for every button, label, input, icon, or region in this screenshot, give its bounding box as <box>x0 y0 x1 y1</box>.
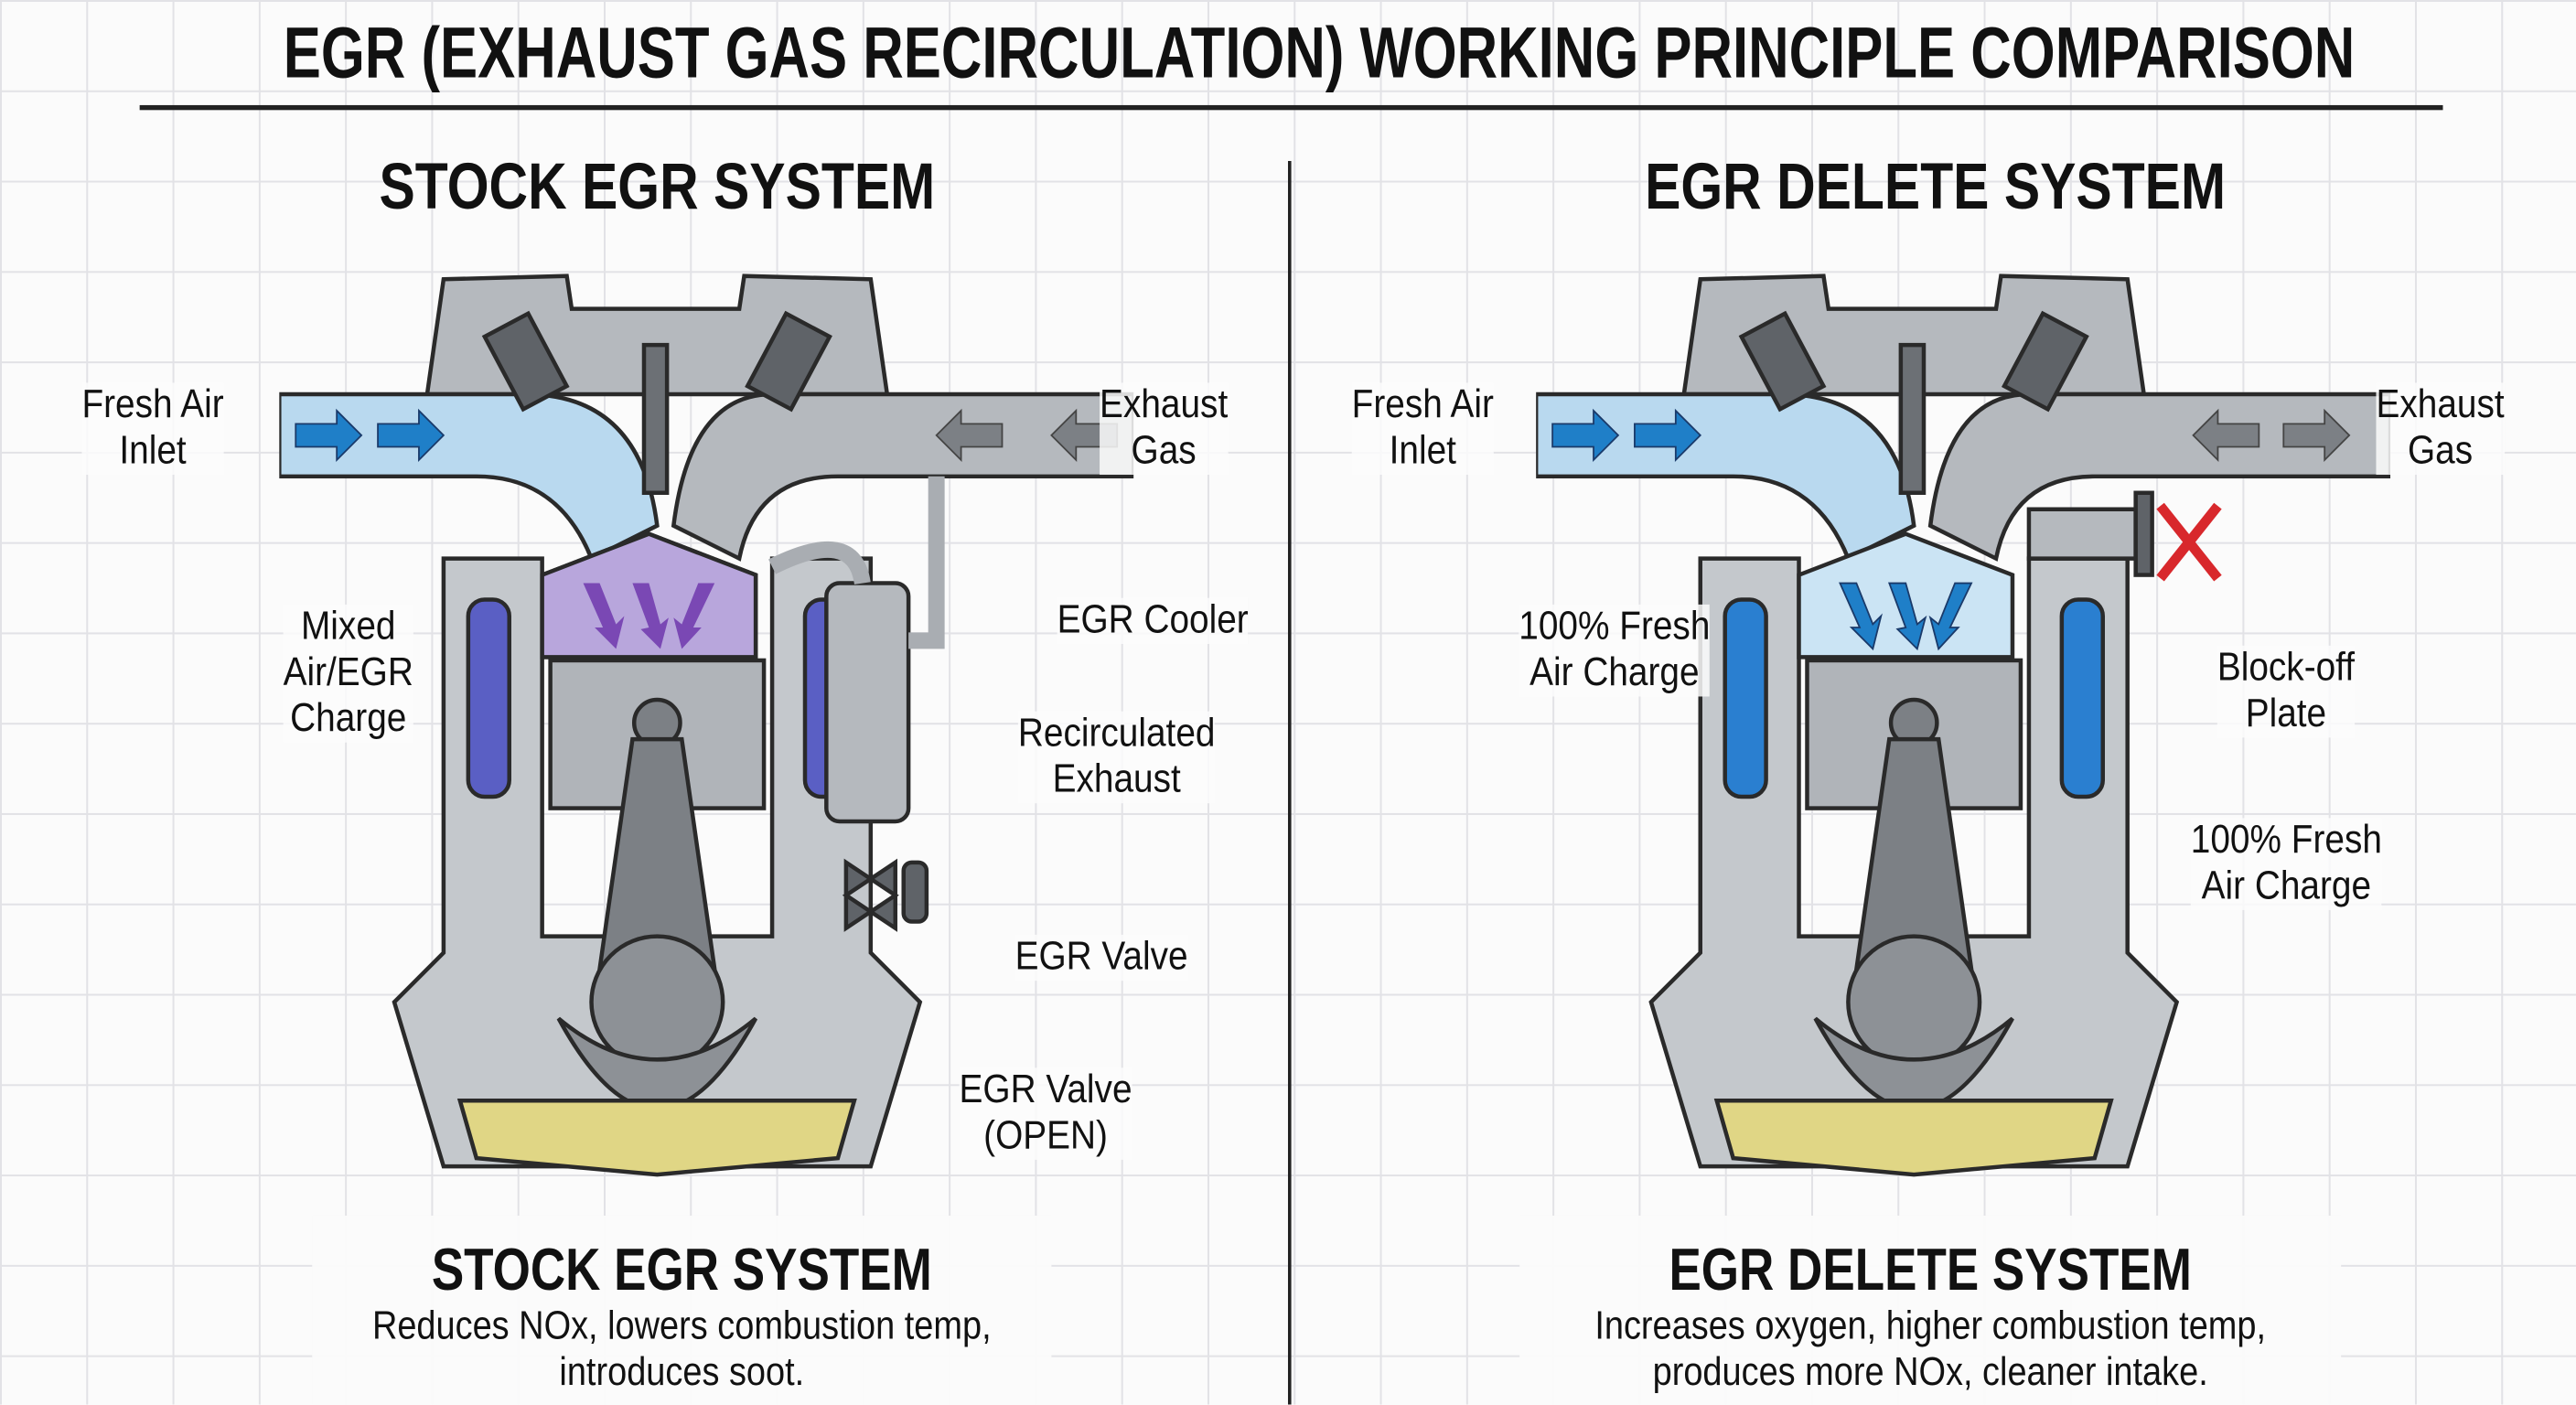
egr-pipe <box>768 541 871 585</box>
fresh-air-arrow-icon <box>1634 408 1702 463</box>
intake-runner <box>279 391 660 562</box>
mixed-charge-arrow-icon <box>583 583 625 649</box>
stock-label-valve-open: EGR Valve(OPEN) <box>959 1067 1132 1160</box>
intake-valve-icon <box>1738 310 1827 413</box>
coolant-jacket-left <box>1723 597 1768 799</box>
mixed-charge-arrow-icon <box>673 583 715 649</box>
stock-caption-line: Reduces NOx, lowers combustion temp, <box>371 1303 992 1349</box>
delete-caption-title: EGR DELETE SYSTEM <box>1669 1235 2192 1303</box>
mixed-charge-arrow-icon <box>632 583 669 649</box>
crankshaft <box>589 934 725 1070</box>
fresh-charge-arrow-icon <box>1928 582 1973 651</box>
stock-label-valve: EGR Valve <box>1014 934 1188 981</box>
exhaust-valve-icon <box>2001 310 2089 413</box>
delete-heading: EGR DELETE SYSTEM <box>1645 151 2227 224</box>
exhaust-valve-icon <box>745 310 832 413</box>
stock-caption: STOCK EGR SYSTEM Reduces NOx, lowers com… <box>312 1215 1052 1405</box>
spark-plug-icon <box>641 342 670 496</box>
exhaust-runner <box>1927 391 2391 562</box>
delete-caption-line: Increases oxygen, higher combustion temp… <box>1594 1303 2267 1349</box>
page-title: EGR (EXHAUST GAS RECIRCULATION) WORKING … <box>283 13 2356 94</box>
exhaust-arrow-icon <box>935 408 1004 463</box>
engine-block <box>392 556 923 1169</box>
crankshaft <box>1846 934 1982 1070</box>
intake-runner <box>1536 391 1916 562</box>
delete-caption: EGR DELETE SYSTEM Increases oxygen, high… <box>1519 1215 2342 1405</box>
stock-heading: STOCK EGR SYSTEM <box>379 151 936 224</box>
stock-caption-title: STOCK EGR SYSTEM <box>431 1235 932 1303</box>
panel-divider <box>1287 160 1292 1405</box>
egr-valve-icon <box>842 858 899 932</box>
egr-port-stub <box>2026 507 2138 561</box>
engine-block <box>1648 556 2180 1169</box>
counterweight <box>1813 1016 2014 1111</box>
counterweight <box>556 1016 758 1111</box>
coolant-jacket-left <box>466 597 511 799</box>
fresh-charge-arrow-icon <box>1839 582 1883 651</box>
oil-sump <box>1713 1099 2114 1177</box>
fresh-air-arrow-icon <box>1551 408 1620 463</box>
exhaust-out-arrow-icon <box>2282 408 2351 463</box>
fresh-air-arrow-icon <box>377 408 445 463</box>
block-off-plate <box>2133 490 2154 577</box>
fresh-air-arrow-icon <box>295 408 363 463</box>
stock-caption-line: introduces soot. <box>559 1350 805 1395</box>
stock-engine-illustration <box>279 273 1134 1177</box>
title-rule <box>139 104 2443 111</box>
stock-label-cooler: EGR Cooler <box>1057 597 1249 644</box>
fresh-charge-arrow-icon <box>1887 582 1927 651</box>
intake-valve-icon <box>481 310 570 413</box>
spark-plug-icon <box>1898 342 1927 496</box>
delete-caption-line: produces more NOx, cleaner intake. <box>1652 1350 2208 1395</box>
exhaust-runner <box>671 391 1134 562</box>
exhaust-arrow-icon <box>2192 408 2260 463</box>
block-off-x-icon <box>2156 502 2222 582</box>
oil-sump <box>456 1099 857 1177</box>
egr-actuator-icon <box>901 860 929 924</box>
delete-engine-illustration <box>1536 273 2391 1177</box>
egr-return-pipe <box>908 476 945 649</box>
coolant-jacket-right <box>2059 597 2105 799</box>
egr-cooler <box>824 581 911 824</box>
